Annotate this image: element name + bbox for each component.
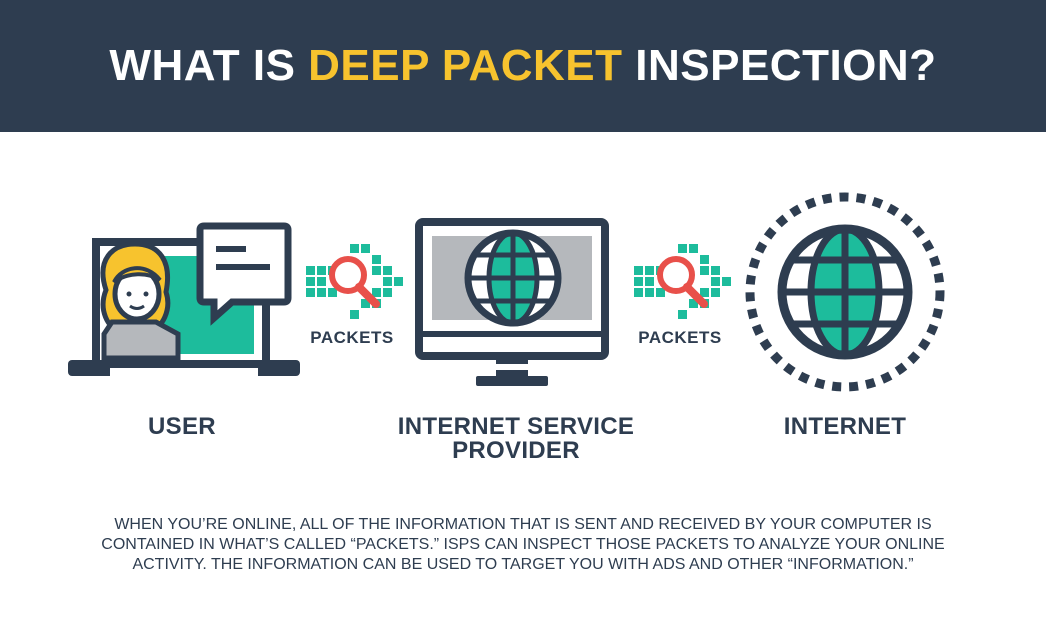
node-label-isp-line1: INTERNET SERVICE (397, 413, 635, 440)
description-line-2: CONTAINED IN WHAT’S CALLED “PACKETS.” IS… (101, 536, 945, 553)
node-label-isp: INTERNET SERVICE PROVIDER (386, 415, 646, 463)
dpi-diagram: PACKETS PACKETS USER INTERNET SERVICE PR… (0, 132, 1046, 638)
description-line-3: ACTIVITY. THE INFORMATION CAN BE USED TO… (132, 556, 914, 573)
packets-label-left: PACKETS (310, 328, 394, 347)
packets-icon-right (634, 244, 731, 319)
node-label-isp-line2: PROVIDER (452, 437, 580, 464)
magnifier-icon (657, 256, 708, 308)
packets-label-right: PACKETS (638, 328, 722, 347)
node-label-internet: INTERNET (783, 413, 907, 440)
user-laptop-icon (68, 222, 300, 376)
person-icon (100, 241, 181, 361)
description-text: WHEN YOU’RE ONLINE, ALL OF THE INFORMATI… (40, 515, 1006, 575)
description-line-1: WHEN YOU’RE ONLINE, ALL OF THE INFORMATI… (114, 516, 932, 533)
title-suffix: INSPECTION? (622, 41, 937, 90)
title-prefix: WHAT IS (109, 41, 309, 90)
diagram-graphics (68, 192, 945, 392)
globe-icon-isp (464, 229, 562, 327)
node-label-user: USER (148, 413, 216, 440)
page-title: WHAT IS DEEP PACKET INSPECTION? (109, 41, 936, 91)
title-accent: DEEP PACKET (308, 41, 623, 90)
packets-icon-left (306, 244, 403, 319)
globe-icon (745, 192, 945, 392)
chat-bubble-icon (196, 222, 292, 326)
monitor-globe-icon (415, 218, 609, 386)
header-banner: WHAT IS DEEP PACKET INSPECTION? (0, 0, 1046, 132)
magnifier-icon (329, 256, 380, 308)
